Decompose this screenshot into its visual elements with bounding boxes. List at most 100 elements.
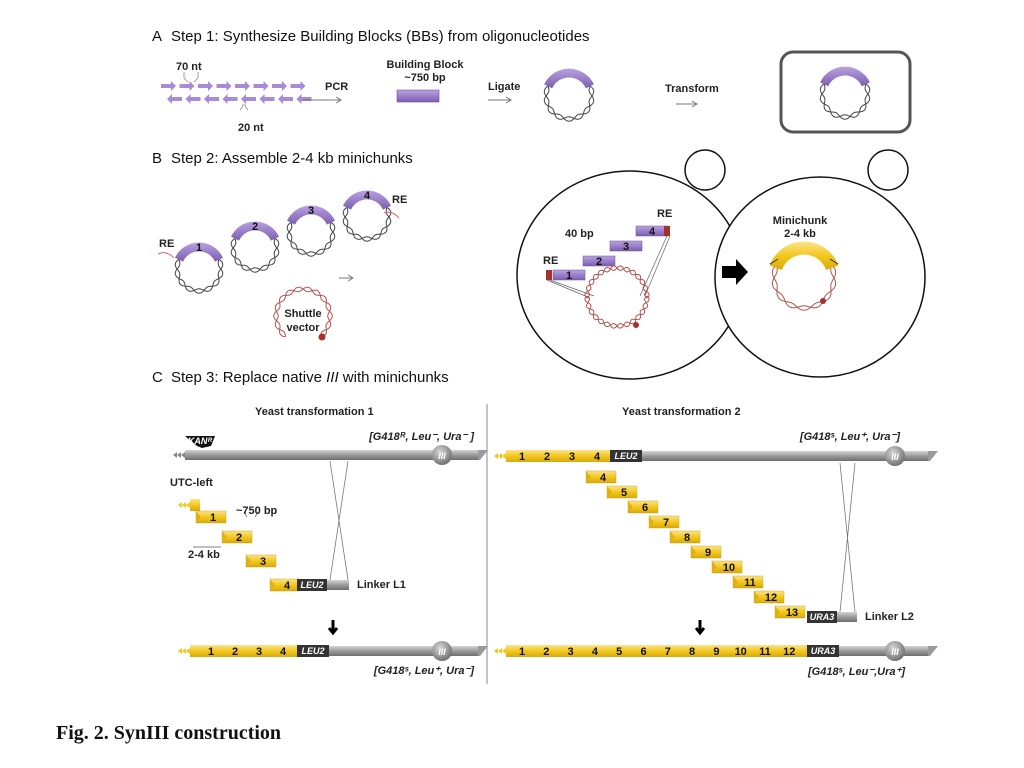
chunk-edge	[222, 531, 227, 543]
origin-marker	[633, 322, 639, 328]
chunk-number: 3	[569, 451, 575, 463]
oligo-reverse-arrow-icon	[241, 94, 256, 104]
origin-marker	[820, 298, 826, 304]
telomere-arrow-icon	[186, 502, 190, 508]
chunk-edge	[733, 576, 738, 588]
re-label-right: RE	[392, 194, 407, 206]
oligo-bracket	[183, 72, 199, 83]
chunk-edge	[691, 546, 696, 558]
transformation-2-phenotype-before: [G418ˢ, Leu⁺, Ura⁻]	[799, 431, 900, 443]
panel-c: C Step 3: Replace native III with minich…	[152, 369, 938, 684]
linker-l2-label: Linker L2	[865, 611, 914, 623]
telomere-arrow-icon	[178, 502, 182, 508]
bb-fragment-3	[609, 240, 643, 252]
centromere-label: III	[438, 451, 446, 461]
re-site-block-left	[546, 270, 552, 280]
utc-left-block	[190, 499, 200, 511]
chunk-number: 9	[705, 547, 711, 559]
insert-number: 1	[196, 242, 202, 254]
centromere	[432, 641, 452, 661]
oligo-reverse-arrow-icon	[222, 94, 238, 104]
insert-band	[820, 66, 870, 87]
leu2-marker-label: LEU2	[300, 580, 323, 590]
ecoli-cell-outer	[779, 50, 912, 134]
telomere-arrow-icon	[494, 453, 498, 459]
dna-strand	[584, 295, 649, 329]
chunk-number: 6	[640, 646, 646, 658]
oligo-forward-arrow-icon	[161, 81, 176, 91]
chunk-number: 11	[744, 577, 756, 589]
yeast-bud-right	[867, 149, 909, 191]
telomere-arrow-icon	[173, 452, 177, 458]
bb-plasmid-4: 4	[342, 190, 392, 242]
oligo-reverse-arrow-icon	[185, 94, 201, 104]
chunk-number: 3	[256, 646, 262, 658]
chromosome-arm	[190, 646, 478, 656]
bb-fragment-2	[582, 255, 616, 267]
transformation-1-title: Yeast transformation 1	[255, 406, 374, 418]
chunk-number: 10	[735, 646, 747, 658]
chromosome-arm	[185, 450, 478, 460]
ura3-marker-result	[807, 645, 839, 657]
panel-c-title: Step 3: Replace native III with minichun…	[171, 369, 449, 386]
re-label-assembly-left: RE	[543, 255, 558, 267]
bb-fragment-number: 1	[566, 270, 572, 282]
figure-caption: Fig. 2. SynIII construction	[56, 722, 282, 744]
centromere	[885, 641, 905, 661]
minichunk-label-line1: Minichunk	[773, 215, 828, 227]
pcr-arrowhead-icon	[335, 96, 342, 104]
origin-marker	[318, 333, 326, 341]
transformation-2-phenotype-after: [G418ˢ, Leu⁻,Ura⁺]	[807, 666, 905, 678]
telomere-arrow-icon	[502, 648, 506, 654]
oligo-reverse-arrow-icon	[204, 94, 219, 104]
kan-marker-label: KANᴿ	[188, 436, 212, 446]
oligo-reverse-arrow-icon	[259, 94, 275, 104]
telomere-arrow-icon	[498, 453, 502, 459]
bb-fragment-1	[552, 269, 586, 281]
leu2-marker	[297, 579, 327, 591]
oligonucleotides	[161, 72, 312, 111]
chunk-edge	[649, 516, 654, 528]
chunk-edge	[712, 561, 717, 573]
panel-a: A Step 1: Synthesize Building Blocks (BB…	[152, 28, 912, 134]
ura3-marker-label: URA3	[810, 612, 835, 622]
bb-label-line1: Building Block	[387, 59, 465, 71]
chunk-number: 2	[236, 532, 242, 544]
shuttle-label-line2: vector	[286, 322, 320, 334]
chromosome-end	[478, 646, 488, 656]
insert-band	[544, 68, 594, 89]
crossover-lines	[839, 462, 856, 613]
telomere-arrow-icon	[186, 648, 190, 654]
ligate-label: Ligate	[488, 81, 520, 93]
re-site-block-right	[664, 226, 670, 236]
re-site-right	[383, 211, 400, 219]
oligo-reverse-arrow-icon	[296, 94, 312, 104]
plasmid-ligated	[543, 68, 595, 122]
leu2-marker-start	[610, 450, 642, 462]
bb-bracket	[243, 511, 259, 518]
yeast-bud-left	[684, 149, 726, 191]
leu2-marker-start-label: LEU2	[614, 451, 637, 461]
homology-line	[546, 279, 595, 299]
chromosome-end	[928, 451, 938, 461]
centromere	[885, 446, 905, 466]
chunk-number: 7	[663, 517, 669, 529]
transformation-1-phenotype-before: [G418ᴿ, Leu⁻, Ura⁻ ]	[368, 431, 474, 443]
insert-number: 3	[308, 205, 314, 217]
chunk-size-label: 2-4 kb	[188, 549, 220, 561]
chunk-number: 2	[543, 646, 549, 658]
re-site-left	[157, 252, 175, 259]
bb-fragment-number: 4	[649, 226, 656, 238]
synthetic-region	[506, 450, 610, 462]
chunk-number: 8	[684, 532, 690, 544]
bb-fragment-number: 2	[596, 256, 602, 268]
linker-l1-label: Linker L1	[357, 579, 406, 591]
insert-band	[287, 205, 335, 225]
chunk-number: 9	[713, 646, 719, 658]
centromere-label: III	[891, 452, 899, 462]
chunk-number: 11	[759, 646, 771, 658]
minichunk-label-line2: 2-4 kb	[784, 228, 816, 240]
